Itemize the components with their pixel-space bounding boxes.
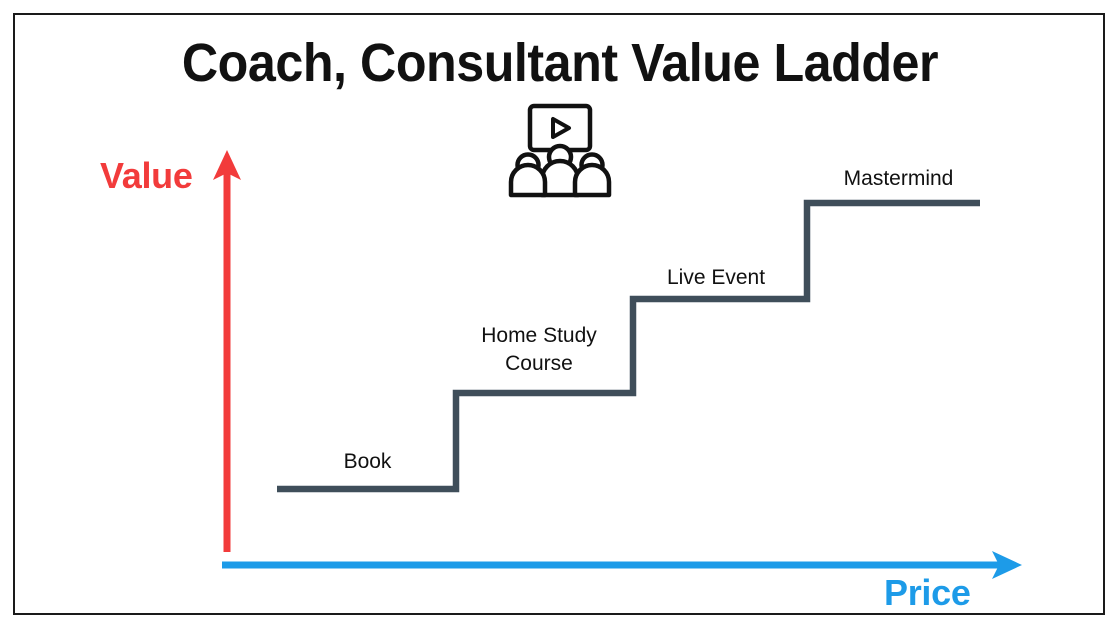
- step-label-live-event: Live Event: [666, 266, 766, 289]
- value-axis-arrow: [213, 150, 241, 552]
- step-label-book: Book: [343, 450, 392, 473]
- value-ladder-staircase: [277, 199, 980, 493]
- step-label-home-study-course: Home Study Course: [481, 324, 597, 375]
- value-axis-label: Value: [100, 155, 193, 196]
- webinar-presentation-icon: [508, 103, 612, 198]
- page-title: Coach, Consultant Value Ladder: [181, 33, 939, 93]
- price-axis-arrow: [222, 551, 1022, 579]
- step-label-mastermind: Mastermind: [843, 167, 954, 190]
- price-axis-label: Price: [884, 572, 971, 613]
